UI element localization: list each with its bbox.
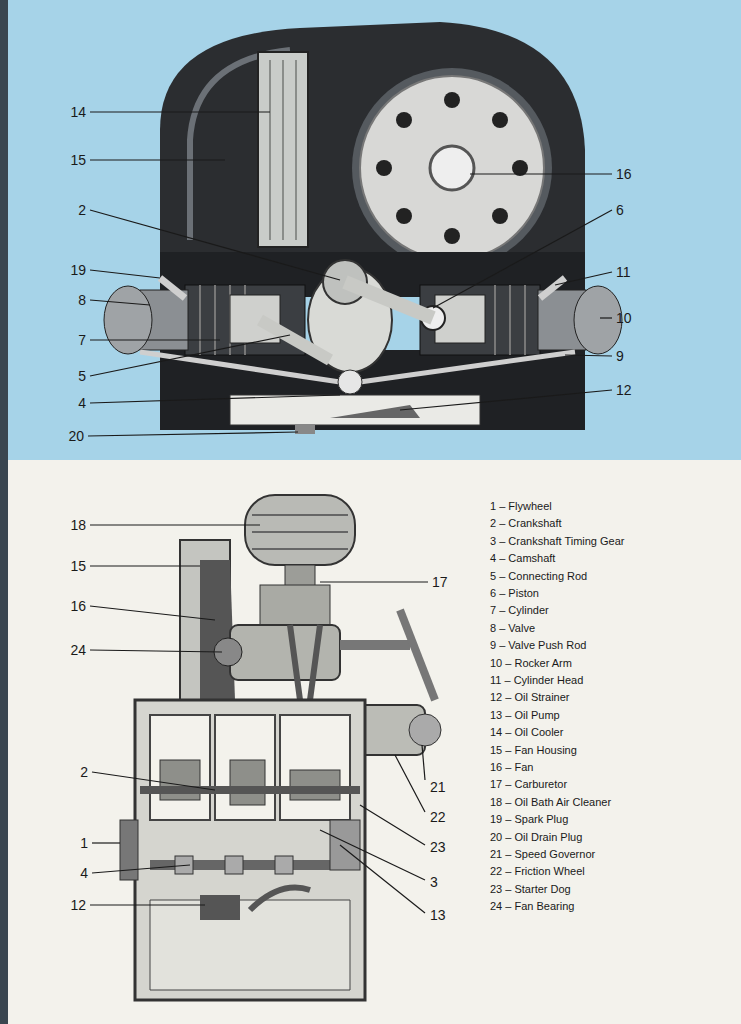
part-key-entry: 21 – Speed Governor	[490, 848, 595, 861]
callout-number: 1	[80, 835, 88, 851]
callout-number: 18	[70, 517, 86, 533]
part-key-entry: 15 – Fan Housing	[490, 744, 577, 757]
part-key-entry: 17 – Carburetor	[490, 778, 567, 791]
callout-number: 16	[616, 166, 632, 182]
callout-number: 9	[616, 348, 624, 364]
callout-number: 23	[430, 839, 446, 855]
callout-number: 20	[68, 428, 84, 444]
callout-number: 3	[430, 874, 438, 890]
callout-number: 2	[80, 764, 88, 780]
part-key-entry: 9 – Valve Push Rod	[490, 639, 586, 652]
callout-number: 15	[70, 152, 86, 168]
callout-number: 12	[70, 897, 86, 913]
callout-number: 12	[616, 382, 632, 398]
part-key-entry: 8 – Valve	[490, 622, 535, 635]
part-key-entry: 22 – Friction Wheel	[490, 865, 585, 878]
part-key-entry: 23 – Starter Dog	[490, 883, 571, 896]
callout-number: 13	[430, 907, 446, 923]
part-key-entry: 11 – Cylinder Head	[490, 674, 583, 687]
part-key-entry: 6 – Piston	[490, 587, 539, 600]
callout-number: 22	[430, 809, 446, 825]
part-key-entry: 16 – Fan	[490, 761, 533, 774]
part-key-entry: 19 – Spark Plug	[490, 813, 568, 826]
callout-number: 4	[80, 865, 88, 881]
callout-number: 19	[70, 262, 86, 278]
callout-number: 11	[616, 264, 631, 280]
part-key-entry: 13 – Oil Pump	[490, 709, 560, 722]
part-key-entry: 10 – Rocker Arm	[490, 657, 572, 670]
callout-number: 8	[78, 292, 86, 308]
callout-number: 16	[70, 598, 86, 614]
part-key-entry: 7 – Cylinder	[490, 604, 549, 617]
callout-number: 6	[616, 202, 624, 218]
part-key-entry: 24 – Fan Bearing	[490, 900, 574, 913]
callout-number: 15	[70, 558, 86, 574]
callout-number: 4	[78, 395, 86, 411]
part-key-entry: 1 – Flywheel	[490, 500, 552, 513]
part-key-entry: 5 – Connecting Rod	[490, 570, 587, 583]
part-key-entry: 4 – Camshaft	[490, 552, 555, 565]
part-key-entry: 2 – Crankshaft	[490, 517, 562, 530]
callout-number: 17	[432, 574, 448, 590]
callout-number: 10	[616, 310, 632, 326]
callout-number: 24	[70, 642, 86, 658]
callout-number: 14	[70, 104, 86, 120]
callout-number: 7	[78, 332, 86, 348]
callout-number: 5	[78, 368, 86, 384]
part-key-entry: 14 – Oil Cooler	[490, 726, 563, 739]
callout-number: 2	[78, 202, 86, 218]
callout-number: 21	[430, 779, 446, 795]
part-key-entry: 18 – Oil Bath Air Cleaner	[490, 796, 611, 809]
part-key-entry: 3 – Crankshaft Timing Gear	[490, 535, 625, 548]
part-key-entry: 20 – Oil Drain Plug	[490, 831, 582, 844]
part-key-entry: 12 – Oil Strainer	[490, 691, 569, 704]
